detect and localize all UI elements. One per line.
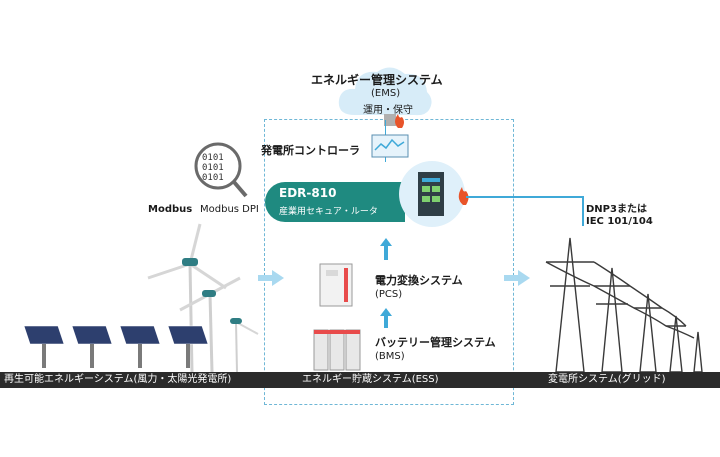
up-arrow-icon: [380, 308, 392, 328]
iec-label: IEC 101/104: [586, 216, 653, 227]
modbus-label: Modbus: [148, 204, 193, 215]
flow-arrow-icon: [258, 270, 284, 286]
modbus-dpi-label: Modbus DPI: [200, 204, 259, 215]
firewall-flame-icon: [384, 114, 404, 128]
router-desc: 産業用セキュア・ルータ: [279, 207, 378, 217]
router-model: EDR-810: [279, 186, 337, 200]
transmission-tower-icon: [545, 237, 703, 372]
ems-title: エネルギー管理システム: [311, 73, 443, 87]
grid-link-line: [466, 196, 584, 198]
cloud-icon: [338, 67, 432, 116]
renewable-section-label: 再生可能エネルギーシステム(風力・太陽光発電所): [4, 374, 232, 385]
pcs-abbr: (PCS): [375, 289, 403, 300]
svg-text:0101: 0101: [202, 173, 224, 183]
power-converter-icon: [319, 263, 353, 307]
flow-arrow-icon: [504, 270, 530, 286]
controller-label: 発電所コントローラ: [261, 144, 360, 157]
ems-abbr: (EMS): [371, 88, 401, 99]
svg-text:0101: 0101: [202, 153, 224, 163]
controller-monitor-icon: [371, 134, 409, 158]
grid-link-drop: [582, 196, 584, 226]
magnifier-binary-icon: 0101 0101 0101: [194, 142, 248, 198]
section-bar: [0, 372, 720, 388]
pcs-title: 電力変換システム: [375, 274, 463, 287]
ess-boundary: [264, 119, 514, 405]
svg-text:0101: 0101: [202, 163, 224, 173]
ems-desc: 運用・保守: [363, 105, 413, 116]
bms-abbr: (BMS): [375, 351, 405, 362]
firewall-flame-icon: [458, 187, 469, 205]
bms-title: バッテリー管理システム: [375, 336, 496, 349]
up-arrow-icon: [380, 238, 392, 260]
grid-section-label: 変電所システム(グリッド): [548, 374, 666, 385]
industrial-router-icon: [399, 161, 465, 227]
edr-router-panel: EDR-810 産業用セキュア・ルータ: [265, 182, 405, 222]
dnp3-label: DNP3または: [586, 204, 647, 215]
wind-turbine-icon: [147, 223, 259, 372]
battery-cabinet-icon: [313, 329, 361, 371]
ess-section-label: エネルギー貯蔵システム(ESS): [302, 374, 439, 385]
solar-panel-icon: [23, 325, 209, 368]
